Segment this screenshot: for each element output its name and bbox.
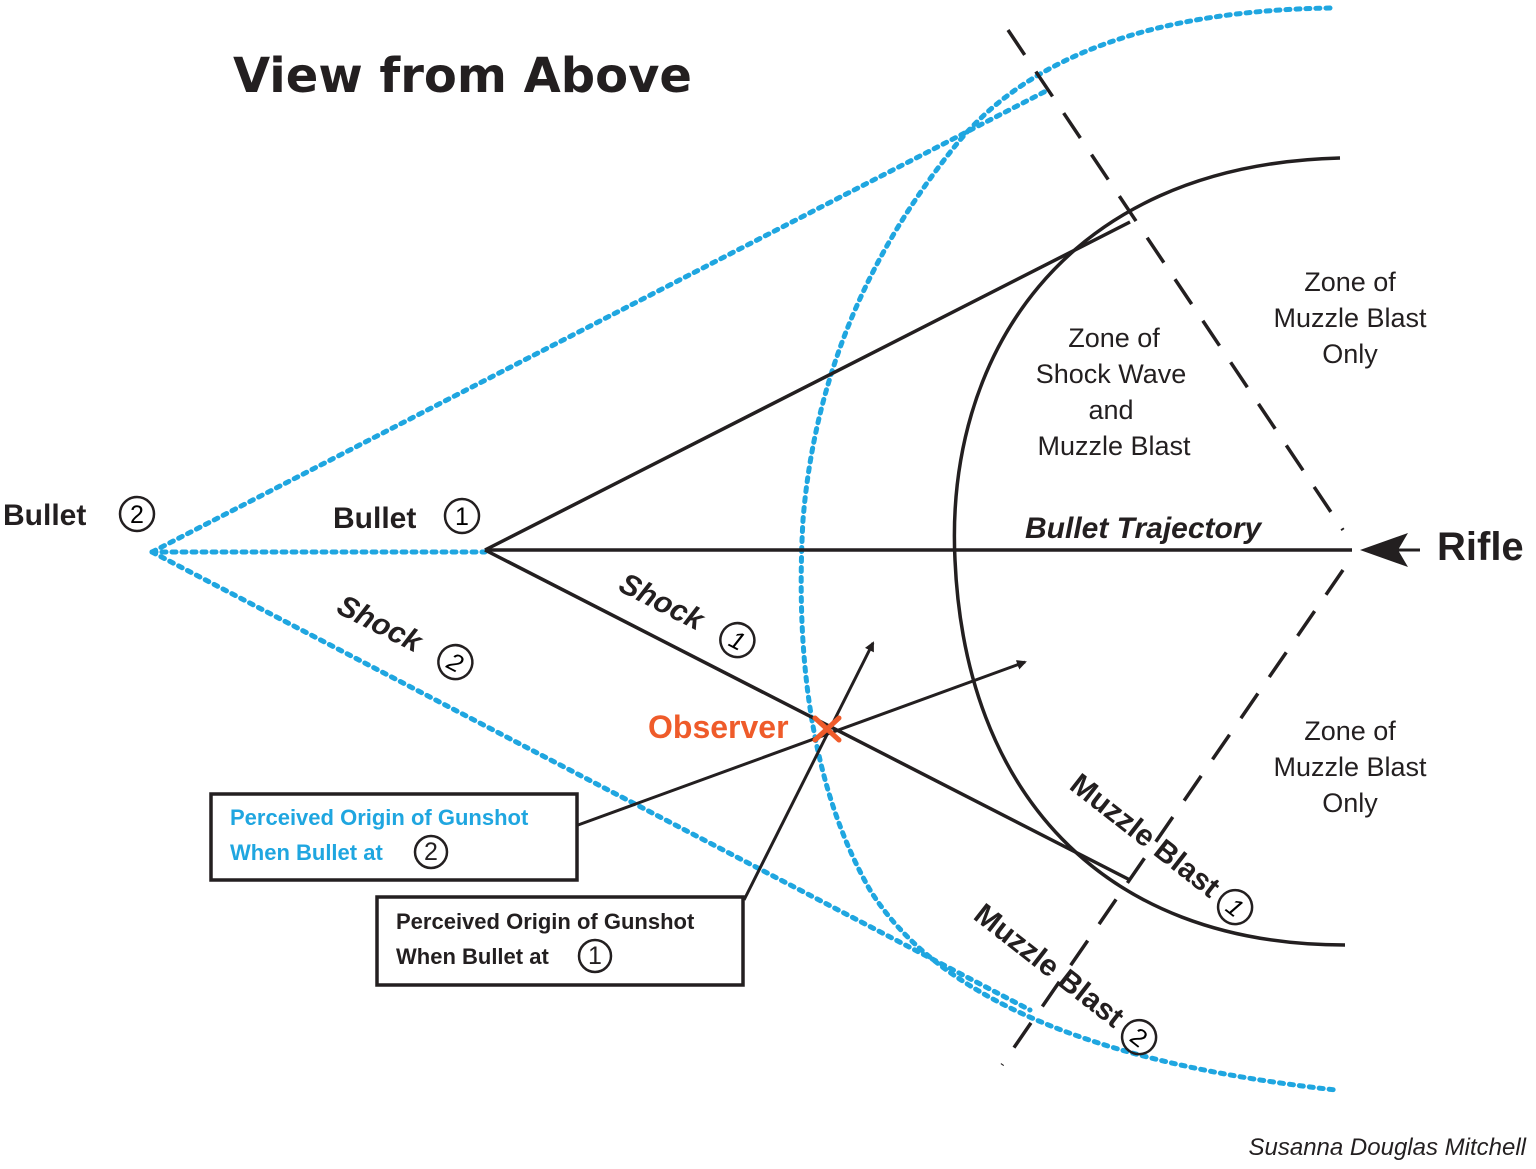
diagram-title: View from Above	[233, 48, 692, 104]
shock-1-lower	[484, 548, 1131, 882]
rifle-label: Rifle	[1437, 525, 1524, 569]
observer-label: Observer	[648, 709, 789, 745]
perceived-origin-1-box: Perceived Origin of Gunshot When Bullet …	[375, 895, 745, 987]
svg-text:2: 2	[1124, 1023, 1152, 1054]
svg-text:Perceived Origin of Gunshot: Perceived Origin of Gunshot	[396, 909, 695, 934]
svg-text:Zone of: Zone of	[1068, 323, 1160, 353]
observer-marker-icon	[812, 715, 842, 743]
rifle-arrow-icon	[1360, 533, 1408, 567]
svg-text:Muzzle Blast: Muzzle Blast	[1273, 303, 1427, 333]
svg-text:Shock Wave: Shock Wave	[1036, 359, 1187, 389]
bullet-trajectory-label: Bullet Trajectory	[1025, 512, 1263, 545]
svg-text:Muzzle Blast: Muzzle Blast	[1064, 768, 1226, 905]
perceived-origin-2-ray	[577, 660, 1027, 827]
zone-blast-only-upper-text: Zone of Muzzle Blast Only	[1273, 267, 1427, 369]
shock-1-label: Shock 1	[614, 567, 756, 659]
svg-text:When Bullet at: When Bullet at	[396, 944, 549, 969]
svg-text:Zone of: Zone of	[1304, 267, 1396, 297]
svg-text:and: and	[1088, 395, 1133, 425]
svg-text:Bullet: Bullet	[3, 499, 86, 532]
svg-text:Shock: Shock	[614, 567, 710, 638]
bullet-1-label: Bullet 1	[333, 497, 481, 535]
svg-text:Only: Only	[1322, 339, 1378, 369]
shock-2-label: Shock 2	[332, 589, 474, 681]
svg-text:When Bullet at: When Bullet at	[230, 840, 383, 865]
zone-blast-only-lower-text: Zone of Muzzle Blast Only	[1273, 716, 1427, 818]
svg-text:Shock: Shock	[332, 589, 428, 660]
bullet-2-label: Bullet 2	[3, 495, 156, 533]
svg-text:1: 1	[724, 625, 749, 656]
shock-1-upper	[484, 220, 1131, 552]
svg-text:1: 1	[455, 503, 469, 531]
svg-text:Muzzle Blast: Muzzle Blast	[1037, 431, 1191, 461]
svg-text:2: 2	[130, 501, 144, 529]
bullet-2-shock-cone	[149, 87, 1051, 1013]
svg-text:2: 2	[441, 647, 467, 679]
svg-text:1: 1	[1220, 893, 1248, 924]
svg-text:Zone of: Zone of	[1304, 716, 1396, 746]
svg-text:Perceived Origin of Gunshot: Perceived Origin of Gunshot	[230, 805, 529, 830]
zone-boundary-lower	[1000, 569, 1345, 1066]
svg-text:Only: Only	[1322, 788, 1378, 818]
muzzle-blast-2-wavefront	[798, 5, 1339, 1093]
zone-boundary-upper	[1006, 29, 1345, 531]
author-credit: Susanna Douglas Mitchell	[1249, 1134, 1527, 1161]
svg-text:2: 2	[424, 838, 438, 866]
svg-text:Muzzle Blast: Muzzle Blast	[968, 898, 1130, 1035]
svg-text:1: 1	[588, 942, 602, 970]
muzzle-blast-2-label: Muzzle Blast 2	[968, 898, 1158, 1056]
perceived-origin-2-box: Perceived Origin of Gunshot When Bullet …	[209, 792, 579, 882]
muzzle-blast-1-wavefront	[952, 156, 1346, 947]
perceived-origin-1-ray	[742, 641, 875, 901]
svg-text:Muzzle Blast: Muzzle Blast	[1273, 752, 1427, 782]
svg-text:Bullet: Bullet	[333, 502, 416, 535]
zone-shock-and-blast-text: Zone of Shock Wave and Muzzle Blast	[1036, 323, 1191, 461]
